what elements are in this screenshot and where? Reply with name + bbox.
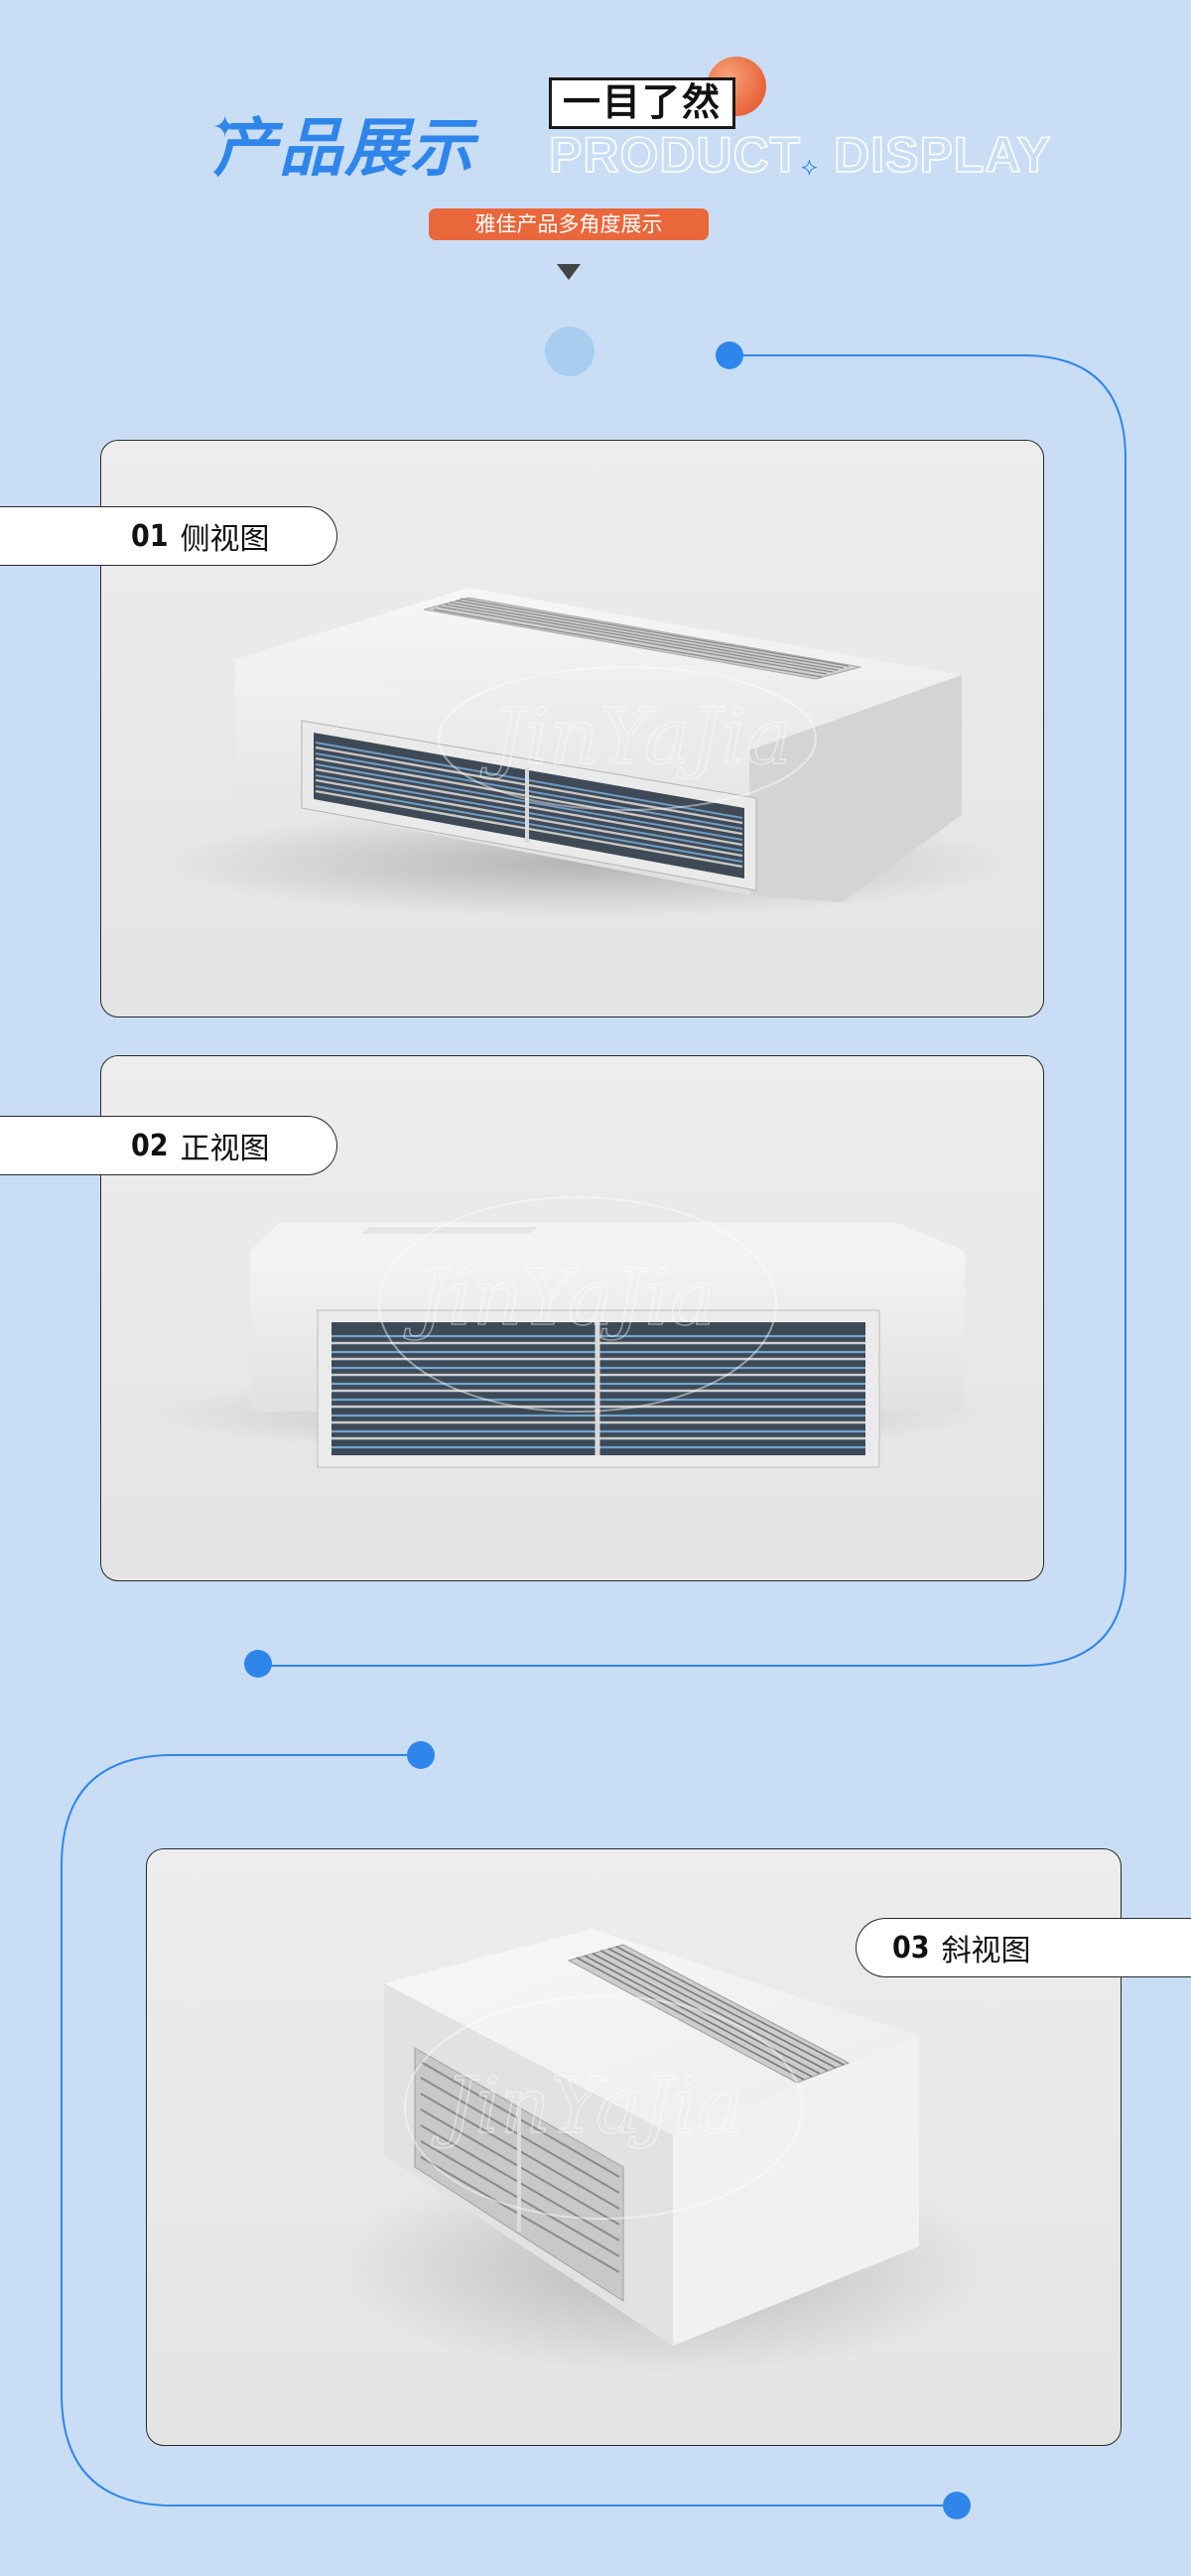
page-title-en: PRODUCT DISPLAY (548, 126, 1052, 184)
view-number: 01 (131, 518, 169, 554)
view-name: 正视图 (180, 1132, 270, 1166)
view-name: 斜视图 (941, 1934, 1031, 1968)
connector-dot (716, 341, 743, 369)
view-number: 02 (131, 1128, 169, 1163)
down-arrow-icon (557, 264, 581, 280)
sparkle-icon: ✦ (212, 110, 238, 145)
svg-text:JinYaJia: JinYaJia (431, 2062, 743, 2151)
front-view-fan-coil-image: JinYaJia (141, 1196, 994, 1468)
subtitle-badge: 雅佳产品多角度展示 (429, 208, 709, 240)
connector-dot (943, 2492, 971, 2519)
connector-dot (244, 1650, 272, 1678)
view-name: 侧视图 (180, 522, 270, 557)
watermark-logo: JinYaJia (438, 666, 817, 811)
view-number: 03 (892, 1930, 930, 1966)
watermark-logo: JinYaJia (378, 1196, 777, 1413)
sparkle-icon-small: ✦ (801, 156, 819, 181)
view-label-02: 02 正视图 (0, 1116, 337, 1175)
side-view-fan-coil-image: JinYaJia (161, 588, 1014, 917)
watermark-logo: JinYaJia (404, 1995, 803, 2220)
svg-text:JinYaJia: JinYaJia (403, 1254, 716, 1343)
product-panel-side-view: JinYaJia (100, 440, 1044, 1017)
view-label-03: 03 斜视图 (856, 1918, 1191, 1977)
connector-line-top (258, 354, 1126, 1667)
svg-text:JinYaJia: JinYaJia (479, 693, 792, 782)
title-tag: 一目了然 (549, 77, 735, 129)
product-panel-front-view: JinYaJia (100, 1055, 1044, 1581)
view-label-01: 01 侧视图 (0, 506, 337, 566)
page-title-cn: 产品展示 (213, 112, 475, 186)
oblique-view-fan-coil-image: JinYaJia (335, 1929, 991, 2375)
connector-line-bottom (61, 1754, 957, 2507)
decorative-pale-dot (545, 327, 595, 376)
connector-dot (407, 1741, 435, 1769)
